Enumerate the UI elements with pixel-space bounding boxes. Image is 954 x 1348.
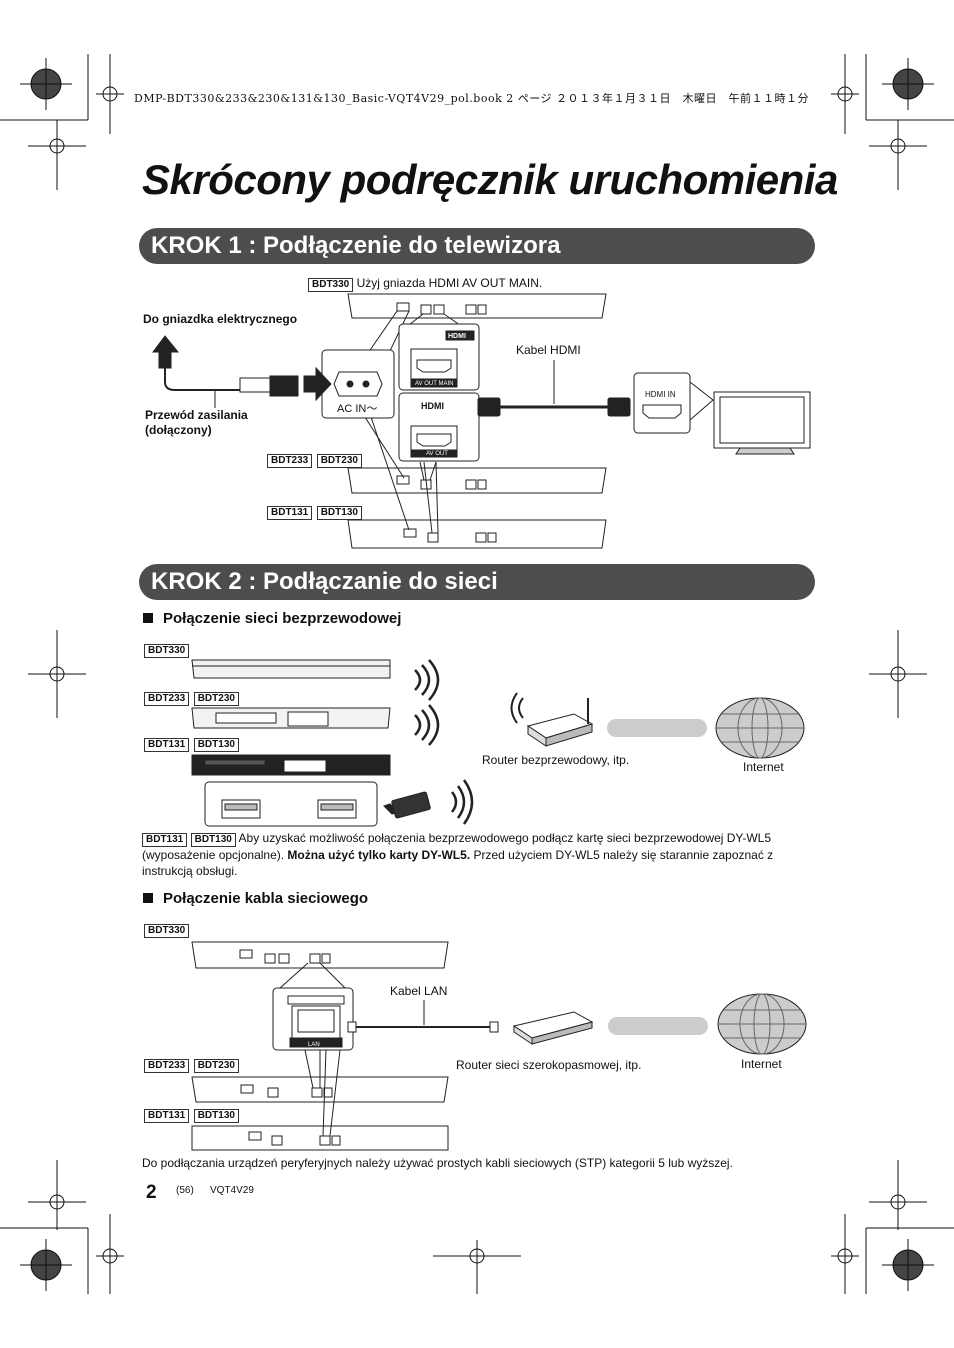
page-number: 2 (146, 1182, 157, 1203)
model-tag-bdt130: BDT130 (193, 738, 239, 752)
page-ref: (56) (176, 1185, 194, 1196)
player-bdt330-rear (347, 293, 607, 319)
wired-connection-pill (608, 1017, 708, 1035)
wireless-tag-bdt330: BDT330 (144, 640, 190, 658)
wireless-note-text-1: Aby uzyskać możliwość połączenia bezprze… (142, 831, 771, 862)
wired-footnote: Do podłączania urządzeń peryferyjnych na… (142, 1156, 733, 1170)
player-bdt330-front (191, 659, 391, 679)
wired-subheading: Połączenie kabla sieciowego (143, 890, 368, 907)
model-tag-bdt230: BDT230 (193, 692, 239, 706)
model-tag-bdt330: BDT330 (308, 278, 354, 292)
model-tag-bdt233: BDT233 (267, 454, 313, 468)
hdmi-in-port-box (633, 372, 691, 434)
ac-in-label: AC IN～ (337, 403, 377, 415)
hdmi-logo: HDMI (421, 401, 444, 411)
ac-socket-icon (396, 302, 410, 312)
model-tag-bdt230: BDT230 (193, 1059, 239, 1073)
wired-internet-label: Internet (741, 1057, 782, 1071)
model-tag-bdt130: BDT130 (193, 1109, 239, 1123)
tags-bdt233-bdt230: BDT233 BDT230 (267, 450, 362, 468)
model-tag-bdt131: BDT131 (142, 833, 188, 847)
av-out-label: AV OUT (426, 451, 448, 457)
bdt330-note-text: Użyj gniazda HDMI AV OUT MAIN. (356, 276, 543, 290)
power-cable-label-sub: (dołączony) (145, 423, 212, 437)
outlet-label: Do gniazdka elektrycznego (143, 312, 298, 326)
model-tag-bdt233: BDT233 (144, 1059, 190, 1073)
model-tag-bdt230: BDT230 (316, 454, 362, 468)
model-tag-bdt130: BDT130 (190, 833, 236, 847)
print-header: DMP-BDT330&233&230&131&130_Basic-VQT4V29… (134, 92, 810, 105)
model-tag-bdt233: BDT233 (144, 692, 190, 706)
lan-cable-label: Kabel LAN (390, 984, 448, 998)
bdt330-hdmi-note: BDT330 Użyj gniazda HDMI AV OUT MAIN. (308, 276, 542, 292)
av-out-main-label: AV OUT MAIN (415, 381, 453, 387)
tv-connection-diagram: AC IN～ HDMI IN HDMI HDMI AV OUT MAIN AV … (152, 293, 811, 549)
wireless-tags-bdt233-bdt230: BDT233 BDT230 (144, 688, 239, 706)
connection-pill (607, 719, 707, 737)
hdmi-cable-label: Kabel HDMI (516, 343, 581, 357)
hdmi-in-label: HDMI IN (645, 390, 676, 399)
step1-heading: KROK 1 : Podłączenie do telewizora (139, 228, 815, 264)
wireless-router-label: Router bezprzewodowy, itp. (482, 753, 630, 767)
wireless-tags-bdt131-bdt130: BDT131 BDT130 (144, 734, 239, 752)
player-bdt233-rear (347, 467, 607, 494)
wired-tags-bdt233-bdt230: BDT233 BDT230 (144, 1055, 239, 1073)
wired-router-label: Router sieci szerokopasmowej, itp. (456, 1058, 642, 1072)
step2-heading: KROK 2 : Podłączanie do sieci (139, 564, 815, 600)
tags-bdt131-bdt130: BDT131 BDT130 (267, 502, 362, 520)
wireless-note-bold: Można użyć tylko karty DY-WL5. (287, 848, 471, 862)
wireless-subheading: Połączenie sieci bezprzewodowej (143, 610, 401, 627)
doc-code: VQT4V29 (210, 1185, 254, 1196)
power-cable-label: Przewód zasilania (145, 408, 248, 422)
model-tag-bdt330: BDT330 (144, 644, 190, 658)
page-title: Skrócony podręcznik uruchomienia (142, 156, 838, 203)
model-tag-bdt131: BDT131 (144, 1109, 190, 1123)
wireless-internet-label: Internet (743, 760, 784, 774)
lan-port-label: LAN (308, 1042, 320, 1048)
wireless-adapter-icon (391, 791, 431, 819)
model-tag-bdt130: BDT130 (316, 506, 362, 520)
model-tag-bdt131: BDT131 (267, 506, 313, 520)
hdmi-logo-main: HDMI (448, 333, 466, 340)
outlet-arrow-icon (152, 335, 180, 369)
model-tag-bdt131: BDT131 (144, 738, 190, 752)
wired-tags-bdt131-bdt130: BDT131 BDT130 (144, 1105, 239, 1123)
wired-diagram: LAN (191, 941, 807, 1151)
wireless-note-text-2: Przed użyciem DY-WL5 należy się staranni… (142, 848, 774, 878)
ac-in-port-icon (333, 371, 383, 397)
wireless-diagram (191, 659, 805, 827)
plug-arrow-icon (303, 366, 332, 402)
wireless-note: BDT131 BDT130 Aby uzyskać możliwość połą… (142, 830, 814, 879)
wired-tag-bdt330: BDT330 (144, 920, 190, 938)
model-tag-bdt330: BDT330 (144, 924, 190, 938)
